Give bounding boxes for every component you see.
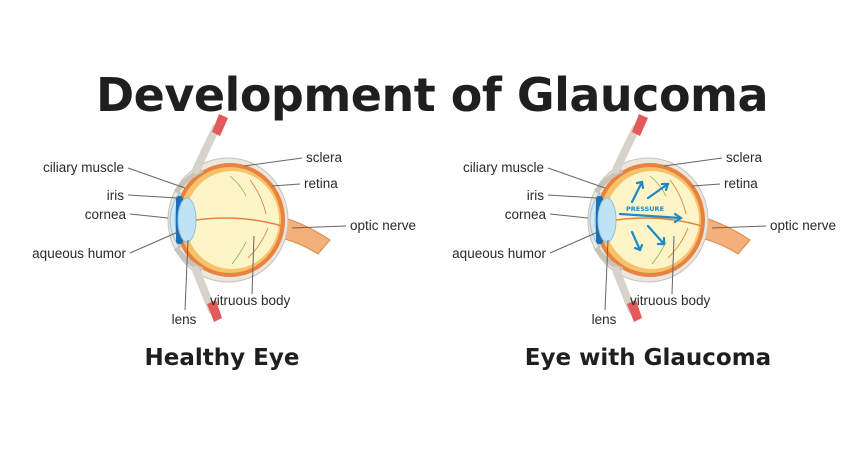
label-ciliary-muscle: ciliary muscle (463, 160, 544, 175)
label-lens: lens (172, 312, 197, 327)
label-cornea: cornea (505, 207, 547, 222)
label-lens: lens (592, 312, 617, 327)
label-ciliary-muscle: ciliary muscle (43, 160, 124, 175)
label-optic-nerve: optic nerve (770, 218, 836, 233)
glaucoma-eye: PRESSURE ciliary muscle iris cornea aque… (452, 114, 836, 371)
label-sclera: sclera (306, 150, 343, 165)
label-vitreous-body: vitruous body (630, 293, 711, 308)
caption-healthy: Healthy Eye (145, 345, 300, 371)
label-iris: iris (527, 188, 544, 203)
label-aqueous-humor: aqueous humor (32, 246, 126, 261)
healthy-eye: ciliary muscle iris cornea aqueous humor… (32, 114, 416, 371)
label-vitreous-body: vitruous body (210, 293, 291, 308)
label-retina: retina (724, 176, 758, 191)
page-title: Development of Glaucoma (95, 68, 769, 122)
label-iris: iris (107, 188, 124, 203)
pressure-arrows (618, 180, 683, 252)
label-retina: retina (304, 176, 338, 191)
label-aqueous-humor: aqueous humor (452, 246, 546, 261)
caption-glaucoma: Eye with Glaucoma (525, 345, 771, 371)
label-sclera: sclera (726, 150, 763, 165)
pressure-text: PRESSURE (626, 205, 664, 213)
label-cornea: cornea (85, 207, 127, 222)
label-optic-nerve: optic nerve (350, 218, 416, 233)
